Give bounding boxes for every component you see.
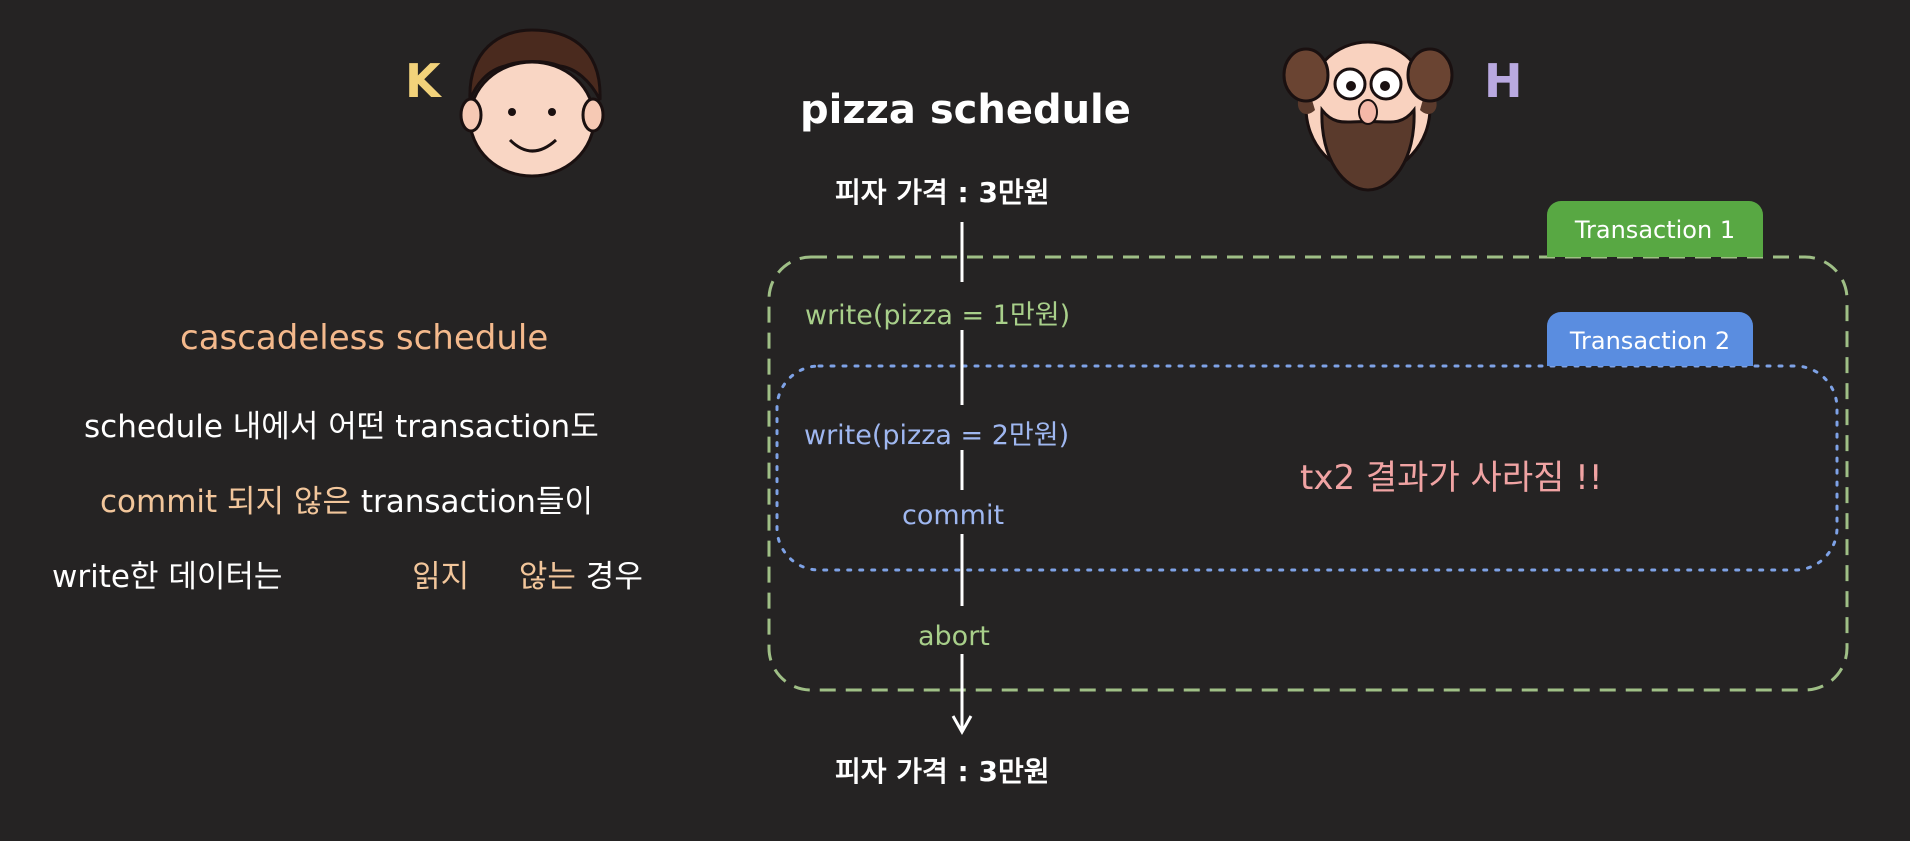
commit-label: commit — [902, 500, 1005, 531]
definition-line-1: schedule 내에서 어떤 transaction도 — [84, 409, 599, 445]
definition-write-phrase: write한 데이터는 — [52, 559, 283, 595]
person-h-label: H — [1484, 54, 1523, 108]
timeline-arrow — [951, 222, 973, 736]
transaction-1-box — [767, 255, 1849, 692]
write-tx2-label: write(pizza = 2만원) — [804, 420, 1070, 451]
definition-line-3: write한 데이터는 읽지 않는 경우 — [52, 562, 643, 593]
price-before: 피자 가격 : 3만원 — [835, 176, 1050, 209]
character-k-face-icon — [459, 28, 605, 178]
abort-label: abort — [918, 621, 990, 652]
definition-line-2: commit 되지 않은 transaction들이 — [100, 487, 593, 518]
write-tx1-label: write(pizza = 1만원) — [805, 300, 1071, 331]
price-after: 피자 가격 : 3만원 — [835, 755, 1050, 788]
definition-title: cascadeless schedule — [180, 318, 549, 358]
definition-not-phrase: 않는 — [518, 559, 576, 595]
transaction-2-box — [775, 364, 1839, 572]
tx2-lost-note: tx2 결과가 사라짐 !! — [1300, 458, 1603, 498]
definition-case-phrase: 경우 — [585, 559, 643, 595]
definition-read-phrase: 읽지 — [412, 559, 470, 595]
person-k-label: K — [405, 54, 441, 108]
transaction-2-tab: Transaction 2 — [1547, 312, 1753, 366]
definition-commit-phrase: commit 되지 않은 — [100, 484, 351, 520]
character-h-face-icon — [1282, 40, 1454, 192]
transaction-1-tab: Transaction 1 — [1547, 201, 1763, 257]
page-title: pizza schedule — [800, 87, 1131, 133]
definition-transactions-phrase: transaction들이 — [360, 484, 593, 520]
